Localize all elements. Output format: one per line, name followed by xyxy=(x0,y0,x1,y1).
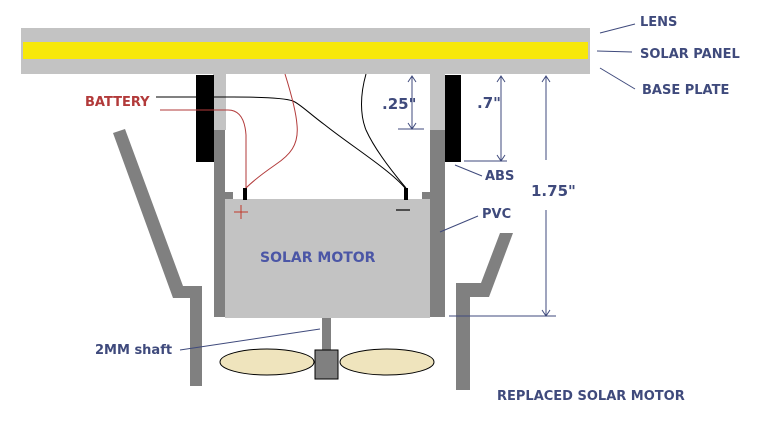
red-wire-top xyxy=(245,73,298,189)
dimension-total-height-label: 1.75" xyxy=(531,182,576,200)
lens-label: LENS xyxy=(640,15,677,30)
propeller-blade-left xyxy=(219,348,315,376)
negative-terminal xyxy=(404,188,408,200)
battery-label: BATTERY xyxy=(85,95,150,110)
right-upper-wall xyxy=(430,74,445,130)
left-pvc-wall xyxy=(214,130,225,317)
shaft-label: 2MM shaft xyxy=(95,343,172,358)
dimension-total-height xyxy=(449,75,556,317)
positive-terminal xyxy=(243,188,247,200)
right-pvc-lip xyxy=(422,192,430,200)
motor-shaft xyxy=(322,318,331,350)
right-abs-tube xyxy=(445,75,461,162)
dimension-abs-length-label: .7" xyxy=(477,94,501,112)
solar-panel-label: SOLAR PANEL xyxy=(640,47,740,62)
abs-label: ABS xyxy=(485,169,514,184)
dimension-abs-length xyxy=(464,75,507,162)
base-plate-label: BASE PLATE xyxy=(642,83,729,98)
positive-sign-icon xyxy=(234,205,248,219)
diagram-title: REPLACED SOLAR MOTOR xyxy=(497,389,685,404)
left-pvc-lip xyxy=(225,192,233,200)
right-pvc-wall xyxy=(430,130,445,317)
pvc-leader xyxy=(439,215,479,233)
dimension-gap-label: .25" xyxy=(382,95,416,113)
left-funnel xyxy=(113,129,202,386)
left-upper-wall xyxy=(213,74,226,130)
dimension-gap xyxy=(398,75,424,130)
solar-motor-label: SOLAR MOTOR xyxy=(260,250,376,266)
right-funnel xyxy=(456,233,513,390)
black-wire-battery xyxy=(156,96,406,189)
solar-panel-strip xyxy=(23,42,588,59)
propeller-blade-right xyxy=(339,348,435,376)
base-plate-leader xyxy=(599,67,636,90)
black-wire-top xyxy=(361,73,407,189)
left-abs-tube xyxy=(196,75,214,162)
solar-motor-body xyxy=(225,199,430,318)
solar-panel-leader xyxy=(596,50,633,53)
pvc-label: PVC xyxy=(482,207,511,222)
propeller-hub xyxy=(314,349,339,380)
shaft-leader xyxy=(179,328,321,351)
lens-leader xyxy=(599,23,636,34)
red-wire-battery xyxy=(160,109,247,188)
abs-leader xyxy=(454,164,483,177)
